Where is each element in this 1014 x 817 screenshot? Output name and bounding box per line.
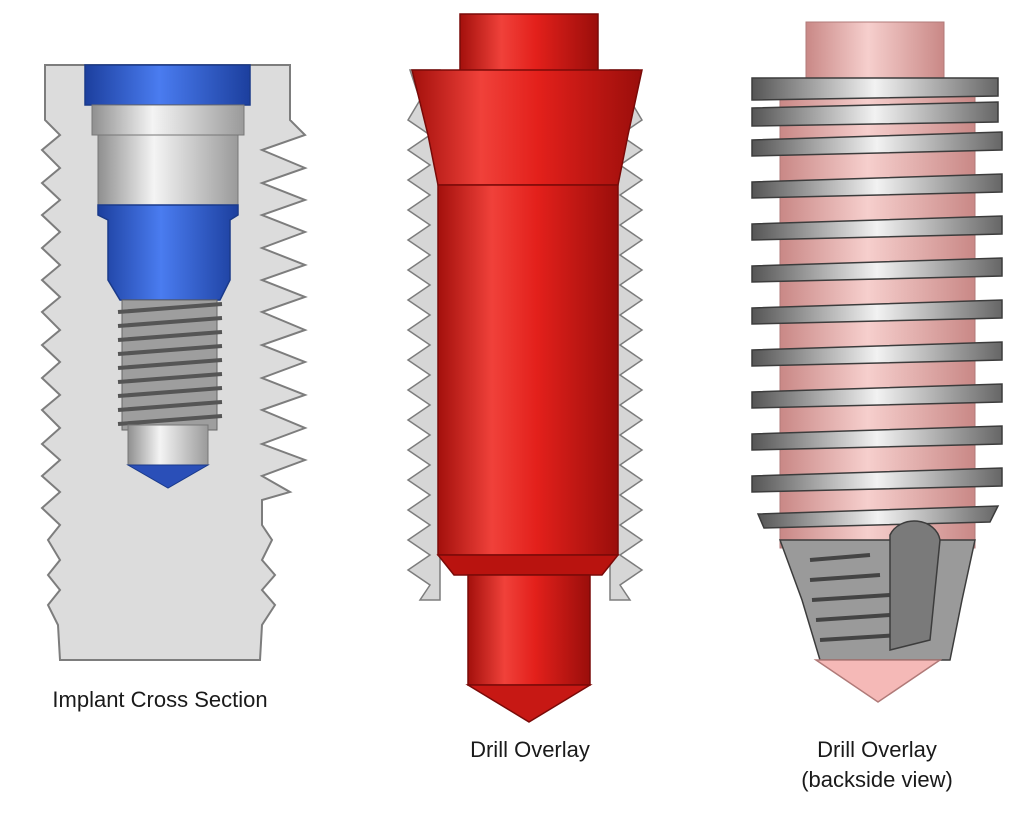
panel-drill-overlay-backside: Drill Overlay (backside view) xyxy=(740,0,1014,817)
drill-shank xyxy=(459,13,599,75)
implant-threads-left xyxy=(406,69,441,601)
drill-step xyxy=(436,554,620,576)
drill-overlay-illustration xyxy=(406,13,644,723)
screw-tip xyxy=(127,424,209,466)
panel-drill-overlay: Drill Overlay xyxy=(380,0,680,817)
caption-drill-overlay: Drill Overlay xyxy=(380,735,680,765)
drill-collar xyxy=(411,69,643,186)
abutment-collar xyxy=(91,104,245,136)
drill-tip xyxy=(465,684,593,723)
drill-tip-ghost xyxy=(813,659,943,703)
apex-flute xyxy=(889,520,941,651)
caption-line-2: (backside view) xyxy=(801,767,953,792)
caption-line: Implant Cross Section xyxy=(52,687,268,712)
caption-line: Drill Overlay xyxy=(817,737,937,762)
caption-implant-cross-section: Implant Cross Section xyxy=(0,685,320,715)
caption-drill-overlay-backside: Drill Overlay (backside view) xyxy=(740,735,1014,795)
abutment-neck xyxy=(97,134,239,206)
drill-pilot xyxy=(467,574,591,686)
implant-cross-section-illustration xyxy=(40,64,308,661)
implant-thread-rings xyxy=(751,77,1003,529)
implant-apex-cutaway xyxy=(778,539,976,661)
apex-threads xyxy=(809,553,901,642)
abutment-top xyxy=(84,64,251,106)
caption-line: Drill Overlay xyxy=(470,737,590,762)
screw-point xyxy=(126,464,210,489)
abutment-hex xyxy=(97,204,239,301)
screw-threads xyxy=(117,299,223,431)
panel-implant-cross-section: Implant Cross Section xyxy=(0,0,320,817)
drill-overlay-backside-illustration xyxy=(751,21,1003,703)
drill-shank-ghost xyxy=(805,21,945,79)
drill-body xyxy=(437,184,619,556)
